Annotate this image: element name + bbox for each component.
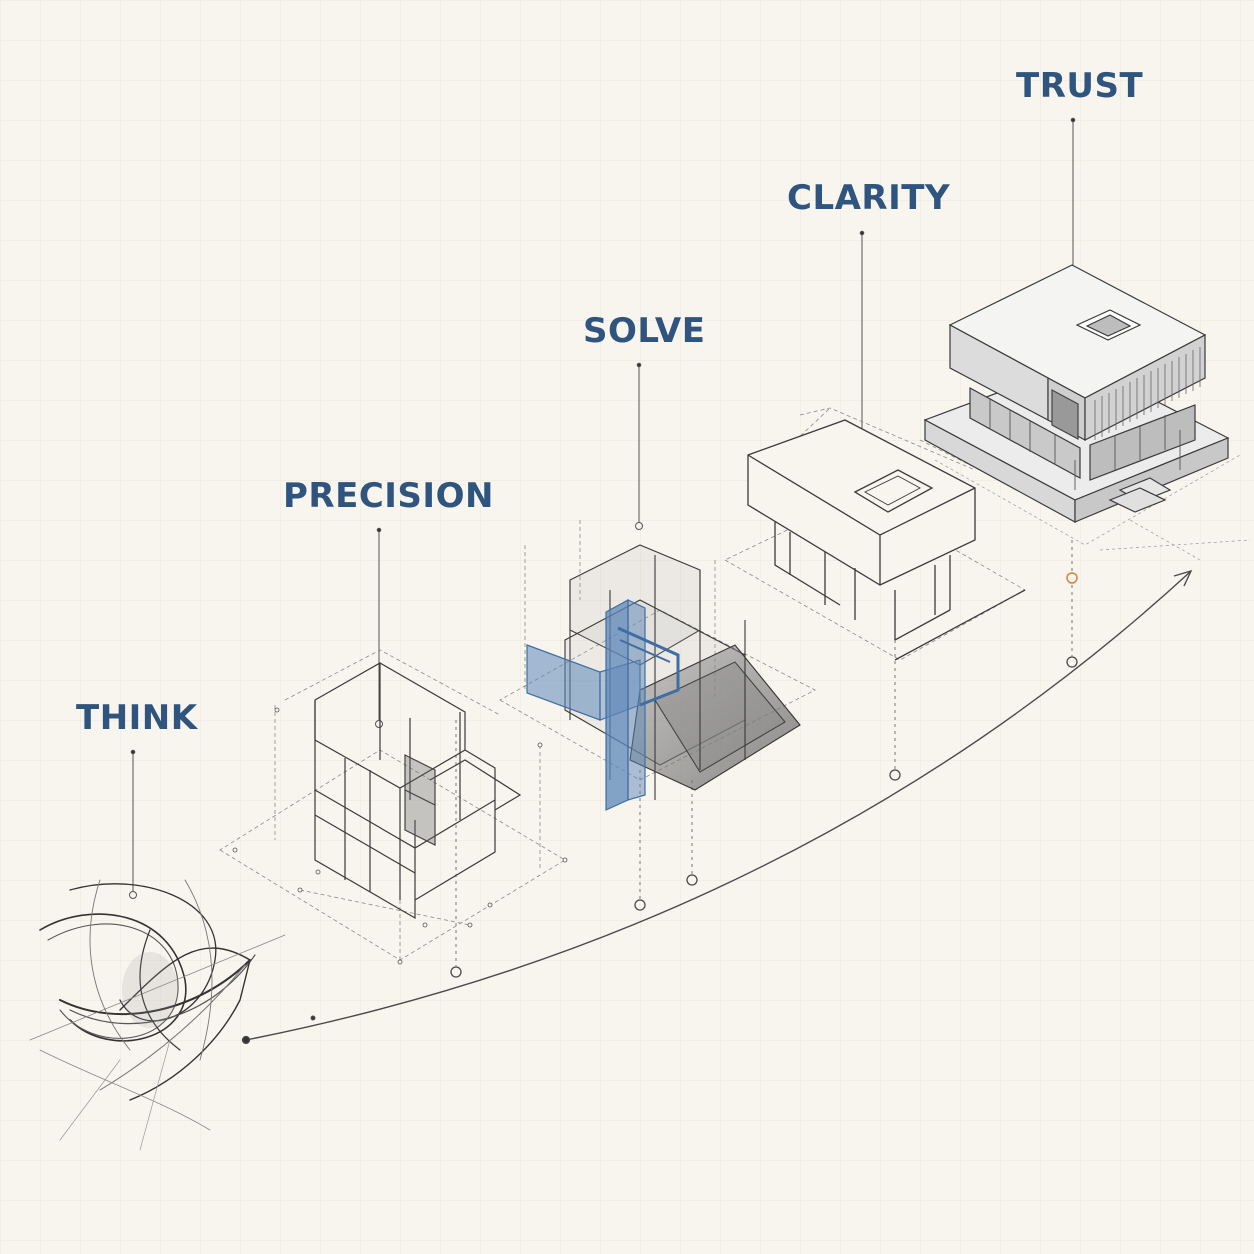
arc-node-start — [241, 1035, 251, 1045]
arc-nodes — [241, 656, 1078, 1045]
arc-arrowhead — [1173, 569, 1193, 587]
think-sketch — [29, 879, 286, 1151]
stage-label-clarity: CLARITY — [787, 178, 951, 218]
arc-node-clarity — [889, 769, 901, 781]
progress-arc-line — [245, 571, 1191, 1041]
arc-node-trust — [1066, 656, 1078, 668]
trust-building — [923, 264, 1251, 561]
arc-node-solve — [634, 899, 646, 911]
precision-wireframe — [219, 649, 568, 965]
arc-node-solve-2 — [686, 874, 698, 886]
solve-blue-elements — [526, 598, 680, 811]
leader-lines — [129, 117, 1077, 899]
solve-planes — [499, 520, 816, 800]
clarity-house — [724, 407, 1026, 661]
progress-arc — [245, 569, 1193, 1041]
arc-node — [310, 1015, 316, 1021]
stage-label-solve: SOLVE — [583, 311, 706, 351]
stage-label-trust: TRUST — [1016, 66, 1144, 106]
stage-label-think: THINK — [76, 698, 198, 738]
arc-node-precision — [450, 966, 462, 978]
orange-marker — [1066, 572, 1078, 584]
stage-label-precision: PRECISION — [283, 476, 494, 516]
